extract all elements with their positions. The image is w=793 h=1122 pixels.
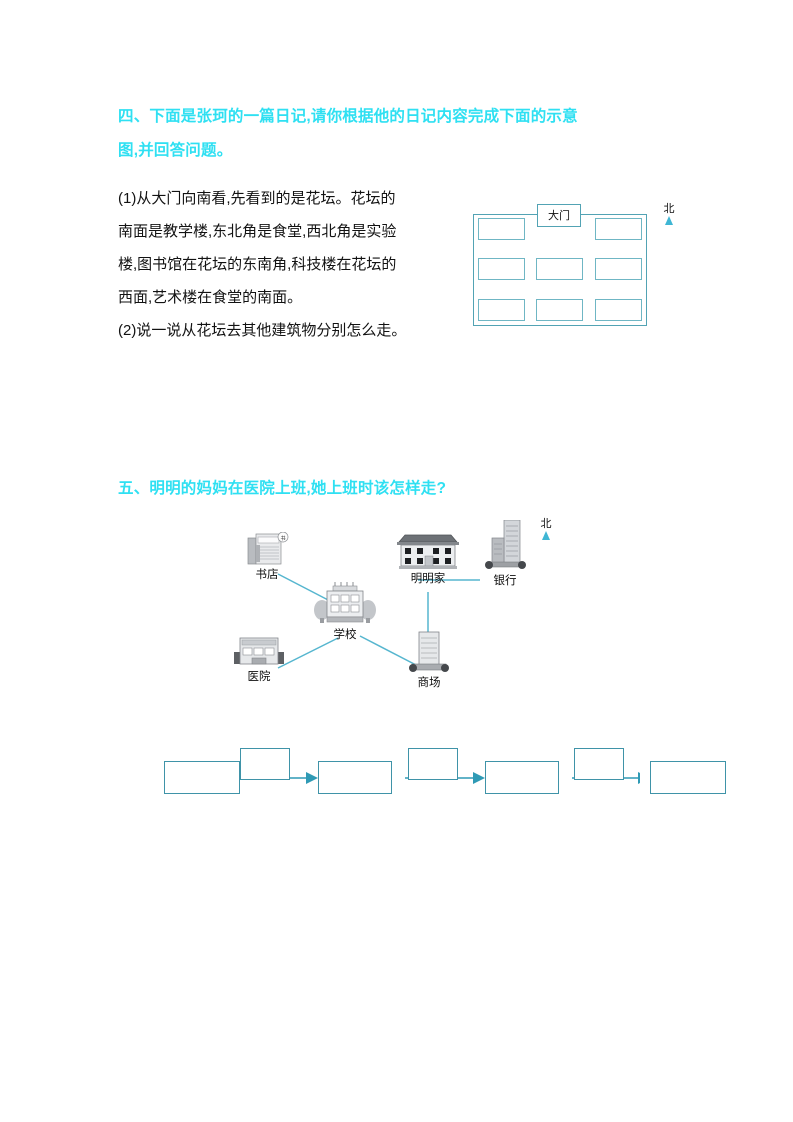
section-five-heading: 五、明明的妈妈在医院上班,她上班时该怎样走? xyxy=(118,480,447,497)
question-1-line-4: 西面,艺术楼在食堂的南面。 xyxy=(118,289,303,306)
flow-box-2[interactable] xyxy=(240,748,290,780)
line-bookstore-school xyxy=(277,573,333,603)
school-icon xyxy=(313,582,377,626)
schematic-cell-s[interactable] xyxy=(536,299,583,321)
answer-flow-chart xyxy=(160,742,726,802)
schematic-cell-e[interactable] xyxy=(595,258,642,280)
mall-icon xyxy=(406,630,452,674)
schematic-cell-se[interactable] xyxy=(595,299,642,321)
map-node-label: 商场 xyxy=(417,675,441,689)
map-node-label: 医院 xyxy=(247,669,271,683)
bank-icon xyxy=(482,520,528,572)
map-node-home[interactable]: 明明家 xyxy=(388,532,468,586)
flow-box-3[interactable] xyxy=(318,761,392,794)
schematic-gate-box: 大门 xyxy=(537,204,581,227)
question-2: (2)说一说从花坛去其他建筑物分别怎么走。 xyxy=(118,322,407,339)
section-four-heading-line2: 图,并回答问题。 xyxy=(118,142,233,159)
house-icon xyxy=(395,532,461,570)
map-node-label: 书店 xyxy=(255,567,279,581)
map-node-mall[interactable]: 商场 xyxy=(398,630,460,690)
neighborhood-map-diagram: 书 书店 xyxy=(150,520,590,700)
flow-box-4[interactable] xyxy=(408,748,458,780)
schematic-cell-center[interactable] xyxy=(536,258,583,280)
line-school-hospital xyxy=(277,637,339,669)
compass-label: 北 xyxy=(663,202,675,215)
map-node-bank[interactable]: 银行 xyxy=(474,520,536,588)
bookstore-icon: 书 xyxy=(245,532,289,566)
map-node-school[interactable]: 学校 xyxy=(308,582,382,642)
flow-box-5[interactable] xyxy=(485,761,559,794)
flow-box-7[interactable] xyxy=(650,761,726,794)
schematic-cell-ne[interactable] xyxy=(595,218,642,240)
compass-north-section-five: 北 xyxy=(533,518,559,540)
question-1-line-2: 南面是教学楼,东北角是食堂,西北角是实验 xyxy=(118,223,397,240)
map-node-label: 明明家 xyxy=(410,571,446,585)
arrow-head-1 xyxy=(306,772,318,784)
schematic-cell-w[interactable] xyxy=(478,258,525,280)
svg-text:书: 书 xyxy=(280,535,285,542)
compass-north-section-four: 北 xyxy=(656,203,682,225)
schematic-cell-nw[interactable] xyxy=(478,218,525,240)
map-node-hospital[interactable]: 医院 xyxy=(226,634,292,684)
north-arrow-icon xyxy=(665,216,673,225)
campus-schematic-diagram: 大门 xyxy=(473,204,647,326)
compass-label: 北 xyxy=(540,517,552,530)
map-node-label: 学校 xyxy=(333,627,357,641)
question-1-line-1: (1)从大门向南看,先看到的是花坛。花坛的 xyxy=(118,190,396,207)
arrow-head-3 xyxy=(638,772,640,784)
map-node-label: 银行 xyxy=(493,573,517,587)
section-four-heading-line1: 四、下面是张珂的一篇日记,请你根据他的日记内容完成下面的示意 xyxy=(118,108,578,125)
flow-box-1[interactable] xyxy=(164,761,240,794)
schematic-cell-sw[interactable] xyxy=(478,299,525,321)
hospital-icon xyxy=(232,634,286,668)
arrow-head-2 xyxy=(473,772,485,784)
north-arrow-icon xyxy=(542,531,550,540)
line-school-mall xyxy=(359,635,419,667)
flow-box-6[interactable] xyxy=(574,748,624,780)
question-1-line-3: 楼,图书馆在花坛的东南角,科技楼在花坛的 xyxy=(118,256,397,273)
map-node-bookstore[interactable]: 书 书店 xyxy=(236,532,298,582)
